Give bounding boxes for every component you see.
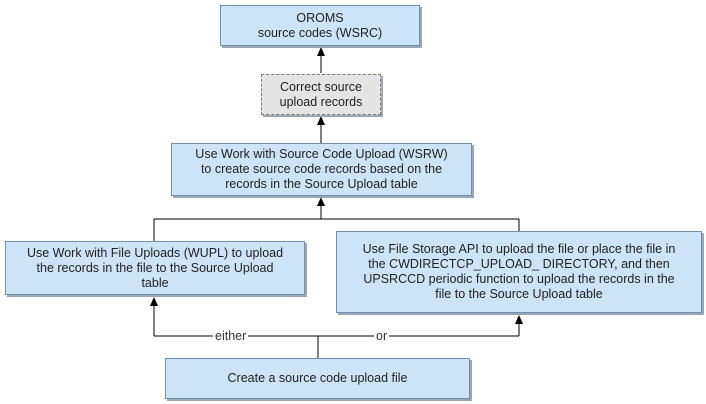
node-file-storage-api: Use File Storage API to upload the file … — [336, 231, 702, 313]
node-wupl: Use Work with File Uploads (WUPL) to upl… — [5, 241, 305, 295]
node-create-label: Create a source code upload file — [227, 371, 408, 385]
node-oroms-source-codes: OROMS source codes (WSRC) — [220, 5, 420, 46]
node-create-upload-file: Create a source code upload file — [165, 358, 470, 399]
node-correct-label: Correct source upload records — [279, 79, 363, 109]
node-wupl-label: Use Work with File Uploads (WUPL) to upl… — [26, 245, 284, 290]
edge-label-or: or — [374, 329, 390, 343]
arrowhead-fileapi — [515, 315, 523, 324]
node-wsrw-label: Use Work with Source Code Upload (WSRW) … — [195, 147, 448, 191]
node-wsrw: Use Work with Source Code Upload (WSRW) … — [171, 143, 472, 196]
arrowhead-wupl — [150, 297, 158, 306]
edge-label-either: either — [213, 329, 249, 343]
arrowhead-wsrw — [317, 197, 325, 206]
arrowhead-oroms — [317, 47, 325, 56]
node-correct-records: Correct source upload records — [261, 74, 381, 115]
node-oroms-label: OROMS source codes (WSRC) — [257, 10, 383, 40]
arrowhead-correct — [317, 116, 325, 125]
node-fileapi-label: Use File Storage API to upload the file … — [362, 242, 676, 301]
